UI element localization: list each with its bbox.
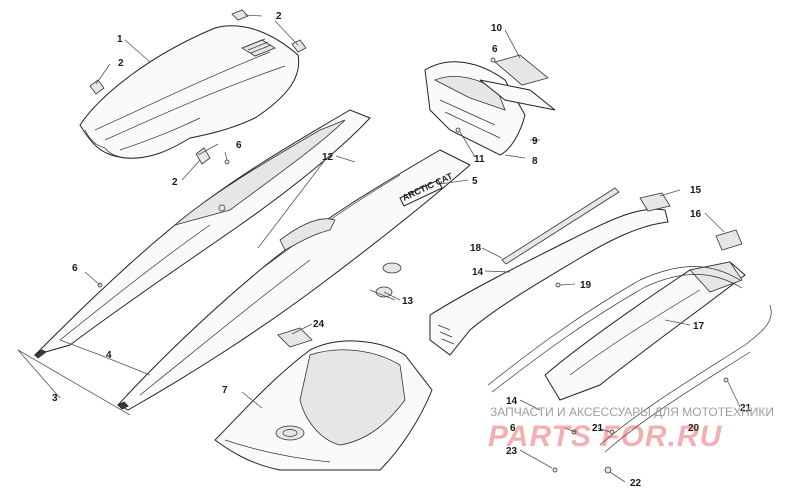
callout-6: 6 bbox=[510, 423, 516, 434]
taillight-lens-part bbox=[494, 54, 549, 86]
callout-9: 9 bbox=[532, 136, 538, 147]
callout-11: 11 bbox=[474, 154, 485, 165]
callout-6: 6 bbox=[236, 140, 242, 151]
callout-16: 16 bbox=[690, 209, 702, 220]
callout-14: 14 bbox=[472, 267, 484, 278]
clip-part bbox=[89, 9, 307, 165]
callout-17: 17 bbox=[693, 321, 705, 332]
bumper-rail-part bbox=[487, 266, 772, 453]
callout-2: 2 bbox=[118, 58, 124, 69]
rear-tail-assembly-part bbox=[424, 61, 526, 156]
callout-5: 5 bbox=[472, 176, 478, 187]
hood-cover-part bbox=[79, 25, 300, 159]
callout-12: 12 bbox=[322, 152, 334, 163]
callout-7: 7 bbox=[222, 385, 228, 396]
callout-8: 8 bbox=[532, 156, 538, 167]
callout-24: 24 bbox=[313, 319, 325, 330]
callout-2: 2 bbox=[276, 11, 282, 22]
watermark-main: PARTS FOR.RU bbox=[488, 420, 723, 453]
decal-16-part bbox=[715, 229, 743, 251]
callout-23: 23 bbox=[506, 446, 518, 457]
fuel-cap-part bbox=[375, 262, 402, 298]
callout-13: 13 bbox=[402, 296, 414, 307]
callout-10: 10 bbox=[491, 23, 503, 34]
bumper-bracket-part bbox=[429, 208, 669, 356]
callout-20: 20 bbox=[688, 423, 700, 434]
callout-15: 15 bbox=[690, 185, 702, 196]
trim-strip-part bbox=[501, 187, 620, 265]
decal-24-part bbox=[277, 327, 313, 348]
callout-6: 6 bbox=[72, 263, 78, 274]
watermark: ЗАПЧАСТИ И АКСЕССУАРЫ ДЛЯ МОТОТЕХНИКИ PA… bbox=[488, 405, 774, 453]
callout-21: 21 bbox=[592, 423, 604, 434]
callout-19: 19 bbox=[580, 280, 592, 291]
watermark-subtitle: ЗАПЧАСТИ И АКСЕССУАРЫ ДЛЯ МОТОТЕХНИКИ bbox=[490, 405, 774, 419]
hardware-part bbox=[97, 57, 729, 474]
right-side-panel-part: ARCTIC CAT bbox=[117, 149, 471, 411]
callout-3: 3 bbox=[52, 393, 58, 404]
callout-14: 14 bbox=[506, 396, 518, 407]
callout-labels: 1 2 2 2 3 4 5 6 6 6 6 7 8 9 10 11 12 13 … bbox=[52, 11, 752, 489]
leader-lines bbox=[17, 14, 741, 483]
callout-22: 22 bbox=[630, 478, 642, 489]
left-side-panel-part bbox=[33, 109, 371, 359]
callout-6: 6 bbox=[492, 44, 498, 55]
storage-tub-part bbox=[214, 340, 433, 471]
decal-15-part bbox=[639, 192, 671, 212]
callout-2: 2 bbox=[172, 177, 178, 188]
callout-4: 4 bbox=[106, 350, 112, 361]
callout-21: 21 bbox=[740, 403, 752, 414]
reflector-part bbox=[479, 79, 556, 111]
callout-18: 18 bbox=[470, 243, 482, 254]
callout-1: 1 bbox=[117, 34, 123, 45]
